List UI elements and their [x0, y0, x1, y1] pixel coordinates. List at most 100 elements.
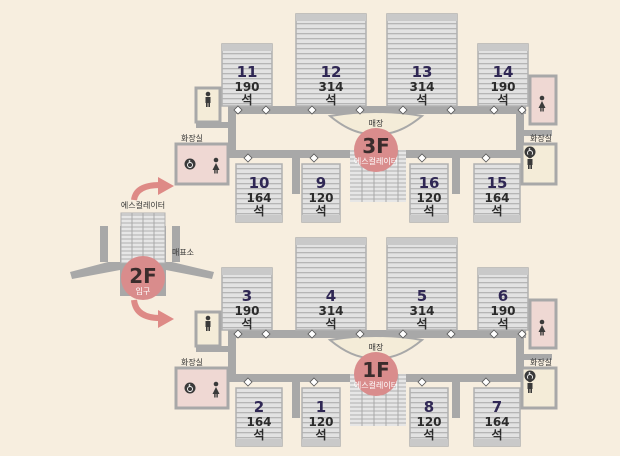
hall-number: 8	[424, 398, 434, 416]
hall-number: 14	[493, 63, 514, 81]
door-diamond-icon	[489, 105, 499, 115]
door-diamond-icon	[481, 377, 491, 387]
restroom-left-upper	[194, 310, 222, 348]
woman-icon	[212, 381, 220, 398]
door-diamond-icon	[446, 105, 456, 115]
corridor	[398, 150, 526, 158]
hall-seat-unit: 석	[241, 317, 252, 331]
restroom-left-label: 화장실	[181, 357, 203, 367]
hall-number: 2	[254, 398, 264, 416]
corridor	[398, 374, 526, 382]
door-diamond-icon	[355, 105, 365, 115]
hall-seat-unit: 석	[497, 317, 508, 331]
corridor	[232, 330, 526, 338]
floor-escalator-label: 에스컬레이터	[354, 380, 398, 390]
floor-marker	[354, 352, 398, 396]
hall-seat-count: 190	[490, 80, 515, 94]
hall-number: 4	[326, 287, 336, 305]
shop-area	[327, 111, 425, 136]
woman-icon	[212, 157, 220, 174]
hall-seat-unit: 석	[416, 317, 427, 331]
door-diamond-icon	[398, 329, 408, 339]
hall-seat-count: 164	[484, 191, 509, 205]
hall-number: 5	[417, 287, 427, 305]
floor-label: 1F	[362, 358, 390, 382]
hall-seat-unit: 석	[423, 204, 434, 218]
woman-icon	[538, 95, 546, 112]
entrance-area: 에스컬레이터 매표소 2F 입구	[70, 177, 214, 328]
door-diamond-icon	[417, 377, 427, 387]
hall-seat-count: 314	[409, 304, 434, 318]
shop-area	[327, 335, 425, 360]
door-diamond-icon	[417, 153, 427, 163]
hall-seat-count: 314	[409, 80, 434, 94]
arrow-icon	[158, 177, 174, 195]
door-diamond-icon	[233, 105, 243, 115]
hall-seat-count: 314	[318, 304, 343, 318]
hall-seat-unit: 석	[491, 204, 502, 218]
arrow-icon	[158, 310, 174, 328]
hall-seat-unit: 석	[253, 204, 264, 218]
door-diamond-icon	[517, 105, 527, 115]
hall-seat-count: 314	[318, 80, 343, 94]
door-diamond-icon	[243, 153, 253, 163]
corridor	[228, 106, 236, 158]
hall-seat-unit: 석	[325, 317, 336, 331]
floor-2f-sub: 입구	[136, 287, 151, 296]
corridor	[452, 382, 460, 418]
man-icon	[205, 91, 211, 107]
hall-seat-count: 120	[308, 415, 333, 429]
man-icon	[527, 377, 533, 393]
door-diamond-icon	[446, 329, 456, 339]
door-diamond-icon	[261, 105, 271, 115]
corridor	[516, 106, 524, 158]
floor-escalator-label: 에스컬레이터	[354, 156, 398, 166]
hall-seat-count: 190	[490, 304, 515, 318]
corridor	[516, 330, 524, 382]
corridor	[522, 130, 552, 136]
wheelchair-icon	[184, 158, 196, 170]
arrow-icon	[131, 299, 161, 321]
restroom-right-label: 화장실	[530, 133, 552, 143]
hall-seat-count: 120	[308, 191, 333, 205]
arrow-icon	[131, 182, 161, 201]
hall-number: 7	[492, 398, 502, 416]
corridor	[232, 374, 354, 382]
hall-seat-count: 164	[246, 191, 271, 205]
shop-label: 매장	[369, 342, 384, 352]
door-diamond-icon	[309, 377, 319, 387]
door-diamond-icon	[309, 153, 319, 163]
hall-seat-unit: 석	[253, 428, 264, 442]
hall-seat-unit: 석	[315, 204, 326, 218]
wheelchair-icon	[184, 382, 196, 394]
restroom-left-label: 화장실	[181, 133, 203, 143]
hall-seat-unit: 석	[416, 93, 427, 107]
shop-label: 매장	[369, 118, 384, 128]
door-diamond-icon	[481, 153, 491, 163]
hall-seat-count: 190	[234, 80, 259, 94]
ticket-office-label: 매표소	[172, 248, 194, 257]
door-diamond-icon	[233, 329, 243, 339]
restroom-left-lower	[174, 142, 230, 186]
door-diamond-icon	[517, 329, 527, 339]
hall-number: 11	[237, 63, 258, 81]
restroom-right-label: 화장실	[530, 357, 552, 367]
hall-number: 16	[419, 174, 440, 192]
